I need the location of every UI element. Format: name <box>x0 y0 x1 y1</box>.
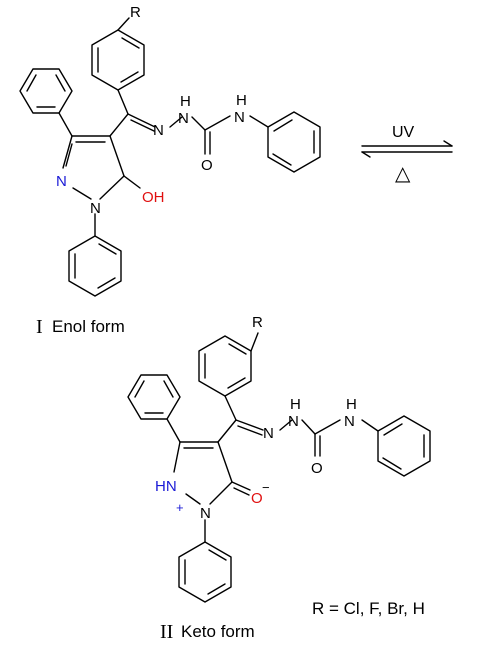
keto-hydrazone-h: H <box>290 396 301 413</box>
enol-c3-phenyl <box>19 68 73 137</box>
reverse-label-heat-triangle: △ <box>395 163 411 185</box>
enol-ring-n1: N <box>90 200 101 217</box>
keto-aryl-ring <box>198 332 259 421</box>
enol-ring-n-blue: N <box>56 173 67 190</box>
enol-substituent-r: R <box>130 4 141 21</box>
keto-amide-n: N <box>344 413 355 430</box>
keto-ring-n1: N <box>200 505 211 522</box>
keto-amide-phenyl <box>377 415 431 477</box>
keto-carbonyl-o: O <box>311 460 323 477</box>
keto-structure: R N N H O N H <box>127 314 431 643</box>
keto-n1-phenyl <box>178 541 232 603</box>
keto-oxide-charge: − <box>262 480 270 495</box>
enol-caption-text: Enol form <box>52 317 125 336</box>
keto-ring-nh: HN <box>155 478 177 495</box>
keto-oxide: O <box>251 490 263 507</box>
keto-hydrazone-chain <box>217 419 379 457</box>
keto-amide-h: H <box>346 396 357 413</box>
enol-aryl-ring <box>91 17 145 115</box>
keto-caption-numeral: II <box>160 621 173 643</box>
enol-hydrazone-n2: N <box>178 110 189 127</box>
equilibrium-arrows: UV △ <box>361 124 453 185</box>
keto-substituent-r: R <box>252 314 263 331</box>
enol-carbonyl-o: O <box>201 157 213 174</box>
enol-hydrazone-h: H <box>180 93 191 110</box>
enol-amide-h: H <box>236 92 247 109</box>
substituent-legend: R = Cl, F, Br, H <box>312 599 425 618</box>
enol-n1-phenyl <box>68 235 122 297</box>
enol-amide-n: N <box>234 109 245 126</box>
enol-hydrazone-chain <box>109 113 269 155</box>
keto-pyrazole-ring <box>173 441 251 543</box>
forward-label-uv: UV <box>392 124 415 141</box>
enol-pyrazole-ring <box>62 135 141 237</box>
keto-hydrazone-n2: N <box>288 413 299 430</box>
keto-ring-plus: + <box>176 500 184 515</box>
enol-hydroxyl: OH <box>142 189 165 206</box>
enol-structure: R N N H O N H <box>19 4 321 338</box>
enol-amide-phenyl <box>267 111 321 173</box>
keto-hydrazone-n1: N <box>263 425 274 442</box>
keto-c3-phenyl <box>127 374 181 443</box>
keto-caption-text: Keto form <box>181 622 255 641</box>
enol-caption-numeral: I <box>36 316 43 338</box>
enol-hydrazone-n1: N <box>153 122 164 139</box>
